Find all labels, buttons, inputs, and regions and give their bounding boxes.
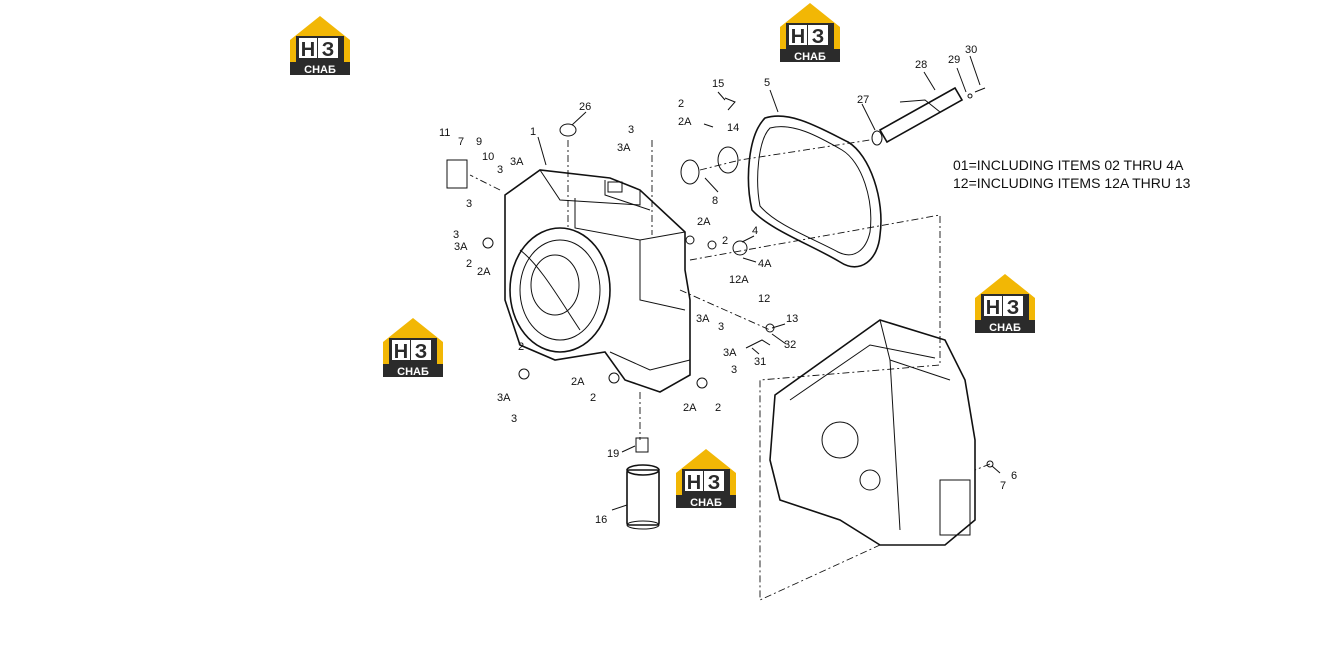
callout-2: 2 [590,392,596,404]
watermark-logo-2: СНАБ [780,3,840,63]
callout-3: 3 [453,229,459,241]
callout-5: 5 [764,77,770,89]
note-line-2: 12=INCLUDING ITEMS 12A THRU 13 [953,175,1191,191]
callout-12A: 12A [729,274,749,286]
callout-3A: 3A [723,347,737,359]
notes: 01=INCLUDING ITEMS 02 THRU 4A 12=INCLUDI… [953,157,1191,191]
callout-6: 6 [1011,470,1017,482]
leader-lines [537,55,1001,511]
callout-2A: 2A [571,376,585,388]
callout-3A: 3A [617,142,631,154]
assembly-lines [469,139,991,601]
callout-26: 26 [579,101,591,113]
callout-11: 11 [439,127,450,139]
callout-31: 31 [754,356,766,368]
callout-2A: 2A [678,116,692,128]
callout-1: 1 [530,126,536,138]
callout-3: 3 [731,364,737,376]
callout-10: 10 [482,151,494,163]
callout-2: 2 [678,98,684,110]
watermark-word: СНАБ [690,497,722,509]
callout-4A: 4A [758,258,772,270]
callout-8: 8 [712,195,718,207]
rear-housing [769,319,976,546]
watermark-word: СНАБ [794,51,826,63]
callout-2: 2 [518,341,524,353]
callout-15: 15 [712,78,724,90]
callout-3: 3 [718,321,724,333]
callout-9: 9 [476,136,482,148]
watermark-word: СНАБ [304,64,336,76]
callout-2: 2 [715,402,721,414]
callout-3: 3 [628,124,634,136]
callout-12: 12 [758,293,770,305]
gasket [747,115,882,268]
callout-2: 2 [722,235,728,247]
callout-29: 29 [948,54,960,66]
callout-2: 2 [466,258,472,270]
callout-3: 3 [511,413,517,425]
callout-7: 7 [1000,480,1006,492]
callout-7: 7 [458,136,464,148]
note-line-1: 01=INCLUDING ITEMS 02 THRU 4A [953,157,1184,173]
callout-2A: 2A [683,402,697,414]
tube-assembly [871,86,986,146]
callout-14: 14 [727,122,739,134]
callout-3: 3 [466,198,472,210]
small-parts [446,97,994,468]
callout-32: 32 [784,339,796,351]
callout-2A: 2A [477,266,491,278]
watermark-logo-1: СНАБ [290,16,350,76]
callout-30: 30 [965,44,977,56]
watermark-logo-4: СНАБ [383,318,443,378]
watermark-word: СНАБ [397,366,429,378]
callout-3A: 3A [497,392,511,404]
callout-3A: 3A [510,156,524,168]
callout-13: 13 [786,313,798,325]
callout-3A: 3A [696,313,710,325]
main-housing [504,169,691,393]
callout-2A: 2A [697,216,711,228]
callout-3: 3 [497,164,503,176]
watermark-logo-3: СНАБ [975,274,1035,334]
oil-filter [626,437,660,530]
callout-3A: 3A [454,241,468,253]
watermark-logo-5: СНАБ [676,449,736,509]
callout-19: 19 [607,448,619,460]
watermark-word: СНАБ [989,322,1021,334]
callout-27: 27 [857,94,869,106]
callout-labels: 1 26 2 2A 3 3A 15 14 5 8 27 28 29 30 11 … [439,44,1017,526]
callout-28: 28 [915,59,927,71]
callout-4: 4 [752,225,758,237]
callout-16: 16 [595,514,607,526]
